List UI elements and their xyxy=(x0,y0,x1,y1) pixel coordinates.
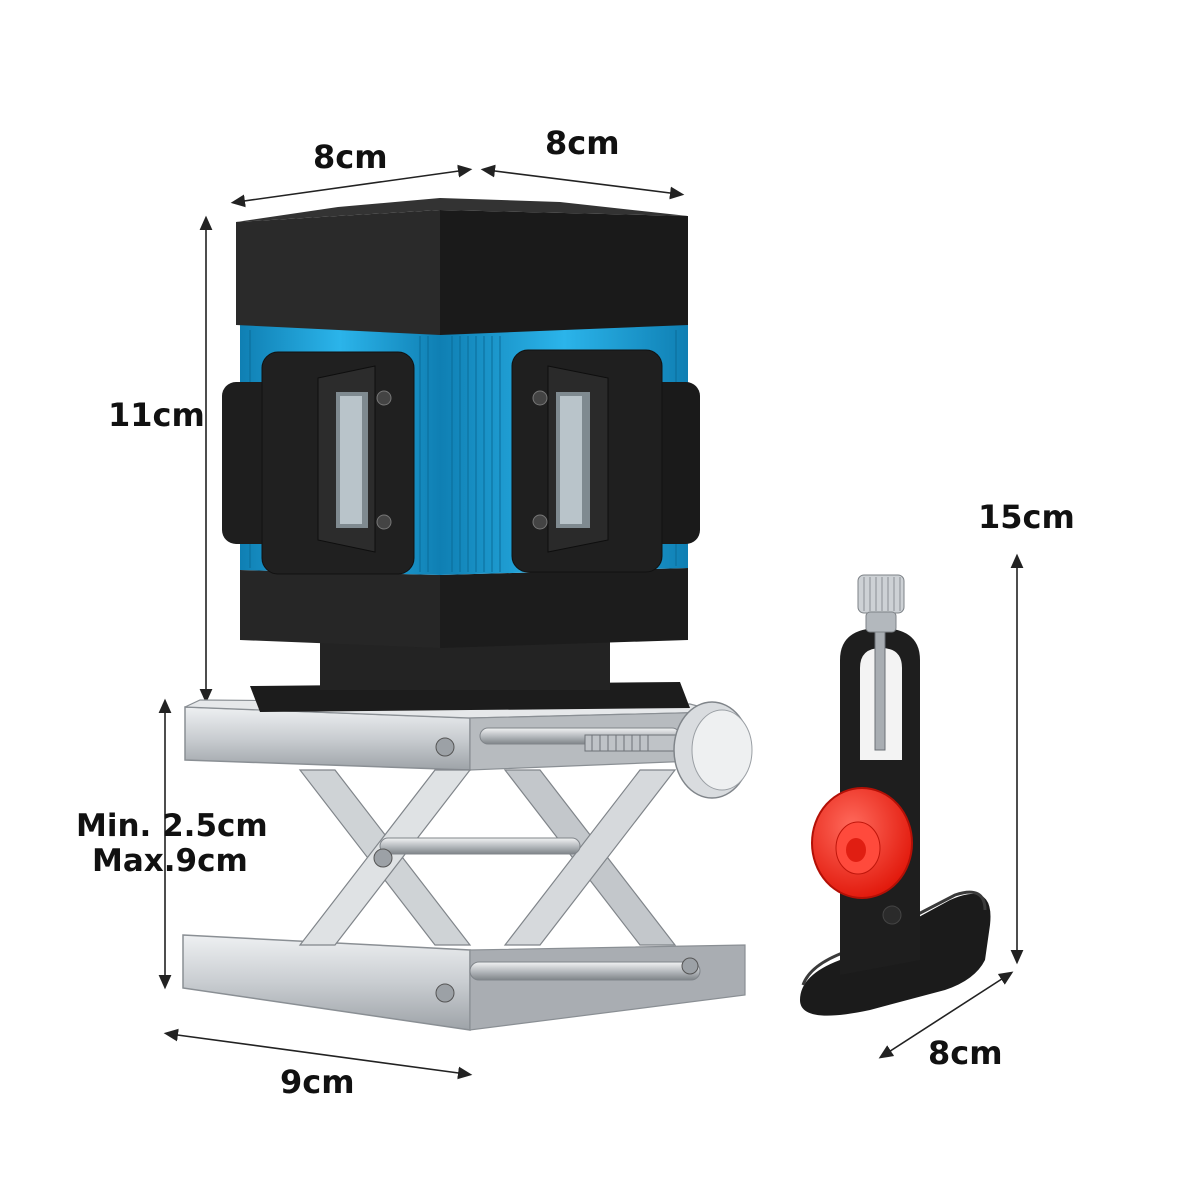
top-left-width-arrow xyxy=(230,164,473,208)
right-laser-window xyxy=(511,349,700,573)
top-right-depth-arrow xyxy=(480,164,685,200)
laser-height-label: 11cm xyxy=(108,396,205,434)
lift-width-label: 9cm xyxy=(280,1063,355,1101)
wall-bracket-icon xyxy=(800,574,991,1016)
top-left-width-label: 8cm xyxy=(313,138,388,176)
bracket-base-label: 8cm xyxy=(928,1034,1003,1072)
lift-min-height-label: Min. 2.5cm xyxy=(76,808,268,844)
left-laser-window xyxy=(222,351,415,575)
top-right-depth-label: 8cm xyxy=(545,124,620,162)
dimension-arrows xyxy=(158,164,1024,1080)
bracket-height-label: 15cm xyxy=(978,498,1075,536)
scissor-lift-icon xyxy=(182,699,753,1031)
lift-max-height-label: Max.9cm xyxy=(92,843,248,879)
bracket-base-arrow xyxy=(878,971,1014,1059)
red-knob-icon xyxy=(811,787,913,899)
laser-level-icon xyxy=(222,198,700,712)
lift-width-arrow xyxy=(163,1028,473,1080)
